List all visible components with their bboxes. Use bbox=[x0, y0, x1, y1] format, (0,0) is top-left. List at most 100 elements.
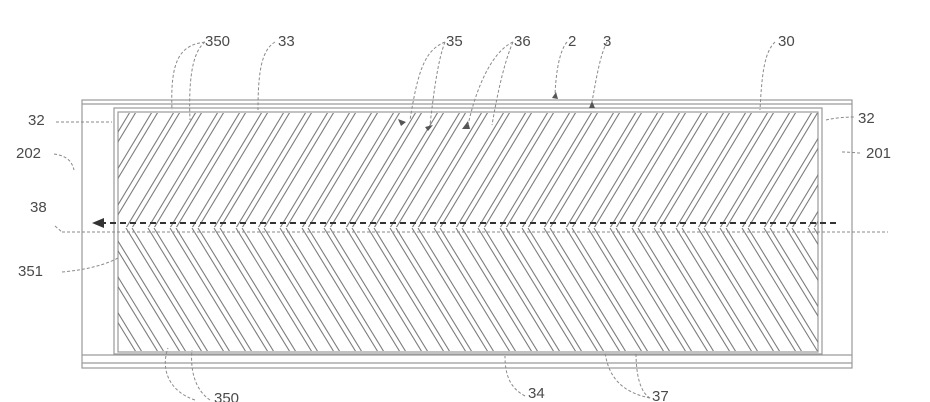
upper-fin bbox=[264, 112, 334, 228]
lower-fin bbox=[808, 228, 884, 352]
lower-fin bbox=[258, 228, 334, 352]
upper-fin bbox=[742, 112, 812, 228]
lower-fin bbox=[154, 228, 230, 352]
lower-fin bbox=[418, 228, 494, 352]
lower-fin bbox=[286, 228, 362, 352]
upper-fin bbox=[726, 112, 796, 228]
lower-fin bbox=[704, 228, 780, 352]
label-37: 37 bbox=[652, 388, 669, 402]
label-3: 3 bbox=[603, 33, 611, 50]
lower-fin bbox=[148, 228, 224, 352]
label-2: 2 bbox=[568, 33, 576, 50]
upper-fin bbox=[302, 112, 372, 228]
upper-fin bbox=[748, 112, 818, 228]
lower-fin bbox=[396, 228, 472, 352]
lower-fin bbox=[742, 228, 818, 352]
upper-fin bbox=[660, 112, 730, 228]
lower-fin bbox=[858, 228, 930, 352]
arrow-2 bbox=[552, 92, 558, 99]
lower-fin bbox=[440, 228, 516, 352]
upper-fin bbox=[654, 112, 724, 228]
upper-fin bbox=[770, 112, 840, 228]
label-202: 202 bbox=[16, 145, 41, 162]
upper-fin bbox=[324, 112, 394, 228]
lower-fin bbox=[902, 228, 930, 352]
upper-fin bbox=[478, 112, 548, 228]
upper-fin bbox=[500, 112, 570, 228]
upper-fin bbox=[588, 112, 658, 228]
upper-fin bbox=[148, 112, 218, 228]
arrow-36 bbox=[462, 121, 470, 129]
upper-fin bbox=[902, 112, 930, 228]
upper-fin bbox=[676, 112, 746, 228]
upper-fin bbox=[484, 112, 554, 228]
upper-fin bbox=[632, 112, 702, 228]
lower-fin bbox=[236, 228, 312, 352]
lower-fin bbox=[616, 228, 692, 352]
lower-fin bbox=[82, 228, 158, 352]
upper-fin bbox=[198, 112, 268, 228]
upper-fin bbox=[610, 112, 680, 228]
upper-fin bbox=[60, 112, 130, 228]
lower-fin bbox=[374, 228, 450, 352]
lower-fin bbox=[528, 228, 604, 352]
lower-fin bbox=[660, 228, 736, 352]
upper-fin bbox=[456, 112, 526, 228]
upper-fin bbox=[330, 112, 400, 228]
upper-fin bbox=[764, 112, 834, 228]
upper-fin bbox=[528, 112, 598, 228]
upper-fin bbox=[170, 112, 240, 228]
lower-fin bbox=[220, 228, 296, 352]
upper-fin bbox=[280, 112, 350, 228]
lower-fin bbox=[302, 228, 378, 352]
lower-fin bbox=[544, 228, 620, 352]
lower-fin bbox=[836, 228, 912, 352]
lower-fin bbox=[500, 228, 576, 352]
lower-fin bbox=[66, 228, 142, 352]
upper-fin bbox=[720, 112, 790, 228]
upper-fin bbox=[412, 112, 482, 228]
upper-fin bbox=[132, 112, 202, 228]
upper-fin bbox=[814, 112, 884, 228]
upper-fin bbox=[544, 112, 614, 228]
upper-fin bbox=[154, 112, 224, 228]
upper-fin bbox=[550, 112, 620, 228]
lower-fin bbox=[170, 228, 246, 352]
upper-fin bbox=[242, 112, 312, 228]
label-351: 351 bbox=[18, 263, 43, 280]
lower-fin bbox=[676, 228, 752, 352]
lower-fin bbox=[572, 228, 648, 352]
upper-fin bbox=[896, 112, 930, 228]
lower-fin bbox=[176, 228, 252, 352]
lower-fin bbox=[280, 228, 356, 352]
label-201: 201 bbox=[866, 145, 891, 162]
lower-fin bbox=[588, 228, 664, 352]
upper-fin bbox=[786, 112, 856, 228]
lower-fin bbox=[566, 228, 642, 352]
upper-fin bbox=[214, 112, 284, 228]
lower-fin bbox=[874, 228, 930, 352]
lower-fin bbox=[770, 228, 846, 352]
lower-fin-region bbox=[60, 228, 930, 352]
lower-fin bbox=[308, 228, 384, 352]
lower-fin bbox=[830, 228, 906, 352]
lower-fin bbox=[132, 228, 208, 352]
upper-fin bbox=[594, 112, 664, 228]
upper-fin bbox=[698, 112, 768, 228]
lower-fin bbox=[412, 228, 488, 352]
upper-fin bbox=[126, 112, 196, 228]
lower-fin bbox=[324, 228, 400, 352]
upper-fin bbox=[66, 112, 136, 228]
label-350-bottom: 350 bbox=[214, 390, 239, 402]
label-36: 36 bbox=[514, 33, 531, 50]
arrow-35-a bbox=[398, 119, 406, 126]
lower-fin bbox=[610, 228, 686, 352]
lower-fin bbox=[522, 228, 598, 352]
upper-fin bbox=[346, 112, 416, 228]
lower-fin bbox=[478, 228, 554, 352]
lower-fin bbox=[682, 228, 758, 352]
lower-fin bbox=[434, 228, 510, 352]
lower-fin bbox=[264, 228, 340, 352]
upper-fin bbox=[506, 112, 576, 228]
